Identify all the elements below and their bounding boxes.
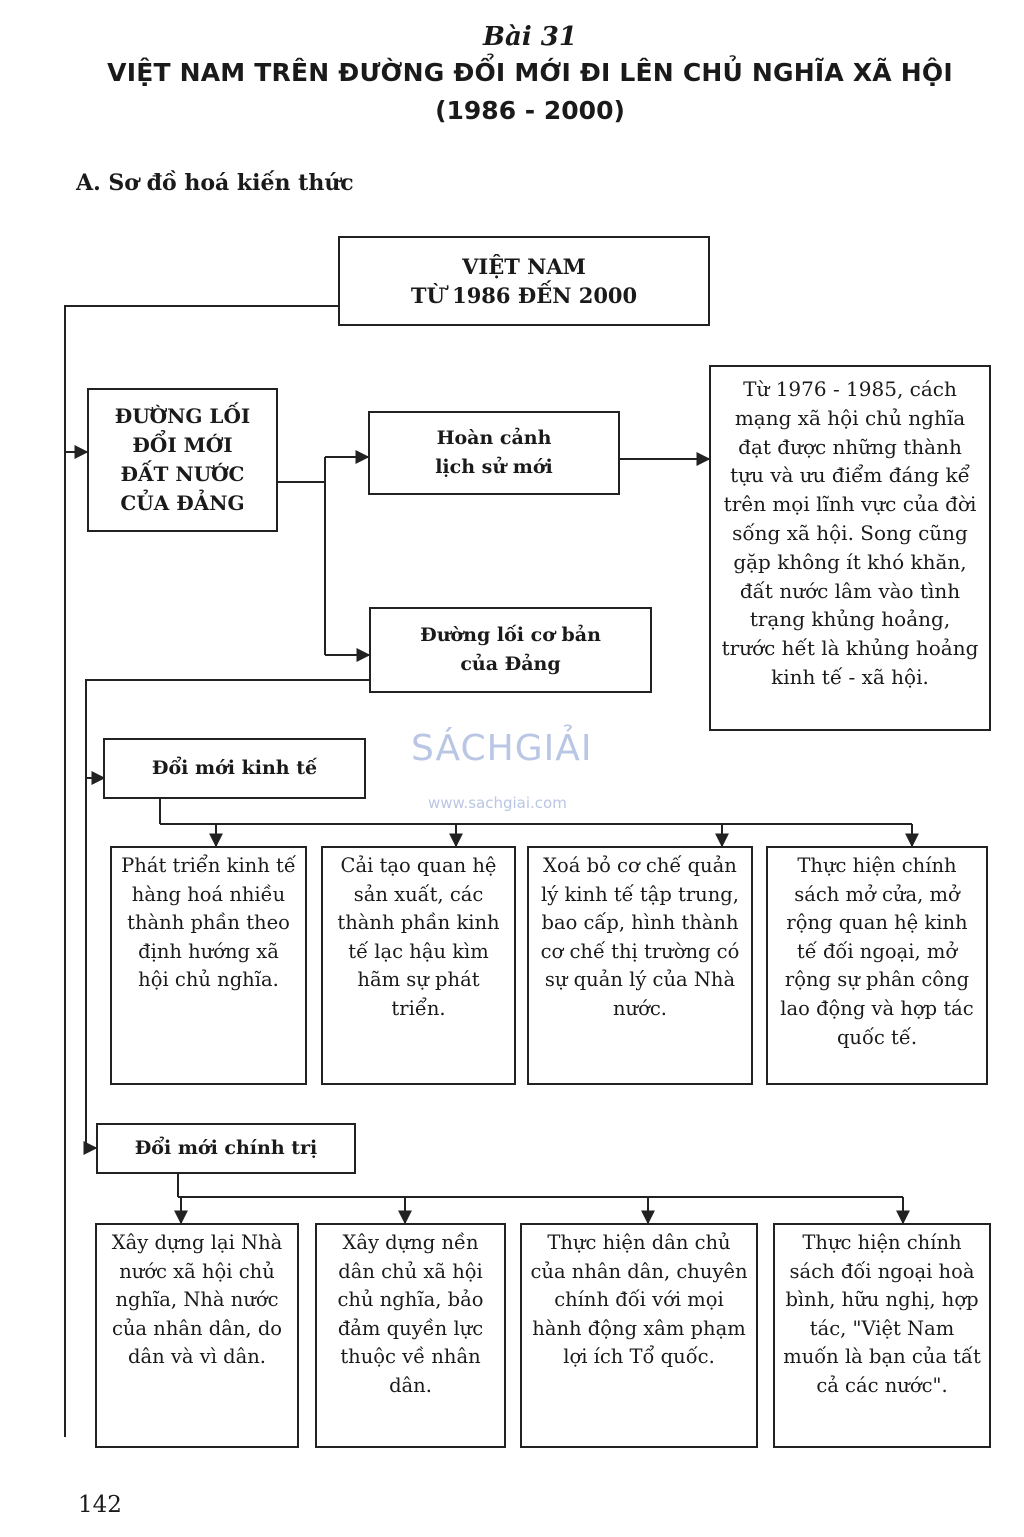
economic-item-3: Xoá bỏ cơ chế quản lý kinh tế tập trung,… xyxy=(527,846,753,1085)
economic-item-1: Phát triển kinh tế hàng hoá nhiều thành … xyxy=(110,846,307,1085)
historical-context-box: Hoàn cảnh lịch sử mới xyxy=(368,411,620,495)
root-box: VIỆT NAM TỪ 1986 ĐẾN 2000 xyxy=(338,236,710,326)
basic-line-box: Đường lối cơ bản của Đảng xyxy=(369,607,652,693)
watermark-url: www.sachgiai.com xyxy=(428,794,567,812)
historical-context-detail: Từ 1976 - 1985, cách mạng xã hội chủ ngh… xyxy=(709,365,991,731)
party-renovation-path-box: ĐƯỜNG LỐI ĐỔI MỚI ĐẤT NƯỚC CỦA ĐẢNG xyxy=(87,388,278,532)
lesson-years: (1986 - 2000) xyxy=(435,96,625,125)
economic-renovation-box: Đổi mới kinh tế xyxy=(103,738,366,799)
political-item-3: Thực hiện dân chủ của nhân dân, chuyên c… xyxy=(520,1223,758,1448)
connector-root-to-path xyxy=(64,305,338,1437)
economic-item-4: Thực hiện chính sách mở cửa, mở rộng qua… xyxy=(766,846,988,1085)
political-item-1: Xây dựng lại Nhà nước xã hội chủ nghĩa, … xyxy=(95,1223,299,1448)
page-number: 142 xyxy=(78,1492,122,1518)
watermark-brand: SÁCHGIẢI xyxy=(411,728,593,769)
connector-basic-line-down xyxy=(85,679,369,1148)
political-item-4: Thực hiện chính sách đối ngoại hoà bình,… xyxy=(773,1223,991,1448)
political-item-2: Xây dựng nền dân chủ xã hội chủ nghĩa, b… xyxy=(315,1223,506,1448)
economic-item-2: Cải tạo quan hệ sản xuất, các thành phần… xyxy=(321,846,516,1085)
political-renovation-box: Đổi mới chính trị xyxy=(96,1123,356,1174)
lesson-number: Bài 31 xyxy=(483,22,577,52)
lesson-title: VIỆT NAM TRÊN ĐƯỜNG ĐỔI MỚI ĐI LÊN CHỦ N… xyxy=(107,58,953,87)
section-heading: A. Sơ đồ hoá kiến thức xyxy=(76,170,354,196)
